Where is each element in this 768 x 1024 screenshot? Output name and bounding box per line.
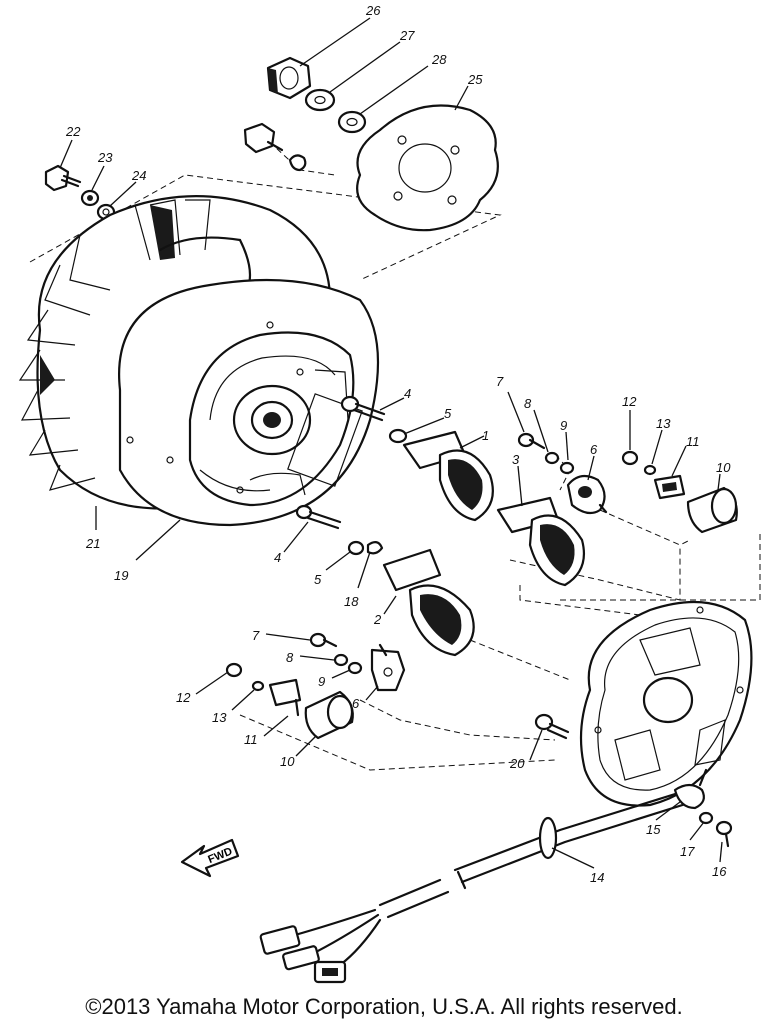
callout-18: 18 [344,594,359,609]
callout-11-right: 11 [686,434,700,449]
stator-base-plate [579,600,753,807]
callout-21: 21 [85,536,100,551]
callout-10-left: 10 [280,754,295,769]
screw-part-7-left [309,632,338,648]
washer-part-13-right [643,464,657,476]
washer-part-8-right [544,451,560,465]
washer-part-27 [304,88,336,112]
callout-25: 25 [467,72,483,87]
callout-5-upper: 5 [444,406,452,421]
condenser-part-10-left [304,690,354,740]
washer-part-5-upper [388,428,408,444]
callout-20: 20 [509,756,525,771]
screw-part-12-right [621,450,639,466]
breaker-part-6-right [566,474,608,515]
coil-part-1 [402,430,494,522]
callout-12-right: 12 [622,394,637,409]
washer-part-5-lower [347,540,365,556]
callout-11-left: 11 [244,732,258,747]
plate-part-25 [356,104,499,232]
washer-part-28 [337,110,367,134]
callout-7-left: 7 [252,628,260,643]
callout-16: 16 [712,864,727,879]
callout-5-lower: 5 [314,572,322,587]
callout-labels: 26 27 28 25 22 23 24 4 5 1 7 8 9 6 12 13… [65,3,731,885]
coil-part-3 [496,496,586,587]
callout-13-left: 13 [212,710,227,725]
bracket-part-11-left [268,678,302,717]
clip-part-18 [366,541,384,555]
washer-part-13-left [251,680,265,692]
callout-13-right: 13 [656,416,671,431]
callout-6-right: 6 [590,442,598,457]
rotor-part-19 [118,278,380,527]
callout-8-left: 8 [286,650,294,665]
grommet-part-15 [673,768,708,810]
callout-19: 19 [114,568,128,583]
callout-17: 17 [680,844,695,859]
callout-7-right: 7 [496,374,504,389]
callout-4-lower: 4 [274,550,281,565]
washer-part-23 [80,189,100,207]
washer-part-17 [698,811,714,825]
washer-part-9-left [347,661,363,675]
nut-part-26 [266,56,312,100]
exploded-parts-diagram: FWD [18,3,761,984]
wire-harness-part-14 [259,788,694,984]
bolt-small-upper [243,122,307,172]
condenser-part-10-right [686,486,738,534]
callout-28: 28 [431,52,447,67]
screw-part-20 [534,713,570,740]
copyright-notice: ©2013 Yamaha Motor Corporation, U.S.A. A… [85,994,683,1019]
callout-24: 24 [131,168,146,183]
screw-part-4-lower [295,504,342,530]
washer-part-8-left [333,653,349,667]
breaker-part-6-left [370,643,406,692]
callout-10-right: 10 [716,460,731,475]
callout-3: 3 [512,452,520,467]
callout-8-right: 8 [524,396,532,411]
callout-26: 26 [365,3,381,18]
callout-15: 15 [646,822,661,837]
callout-14: 14 [590,870,604,885]
callout-27: 27 [399,28,415,43]
callout-9-right: 9 [560,418,567,433]
callout-6-left: 6 [352,696,360,711]
callout-12-left: 12 [176,690,191,705]
bolt-part-22 [44,164,82,192]
callout-23: 23 [97,150,113,165]
washer-part-9-right [559,461,575,475]
callout-22: 22 [65,124,81,139]
callout-4-upper: 4 [404,386,411,401]
callout-9-left: 9 [318,674,325,689]
screw-part-12-left [225,662,243,678]
forward-direction-arrow: FWD [180,838,240,878]
callout-leader-lines [59,17,723,869]
callout-2: 2 [373,612,382,627]
coil-part-2 [382,548,475,657]
callout-1: 1 [482,428,489,443]
screw-part-4-upper [340,395,386,422]
bracket-part-11-right [653,474,686,500]
screw-part-16 [715,820,733,848]
screw-part-7-right [517,432,546,450]
